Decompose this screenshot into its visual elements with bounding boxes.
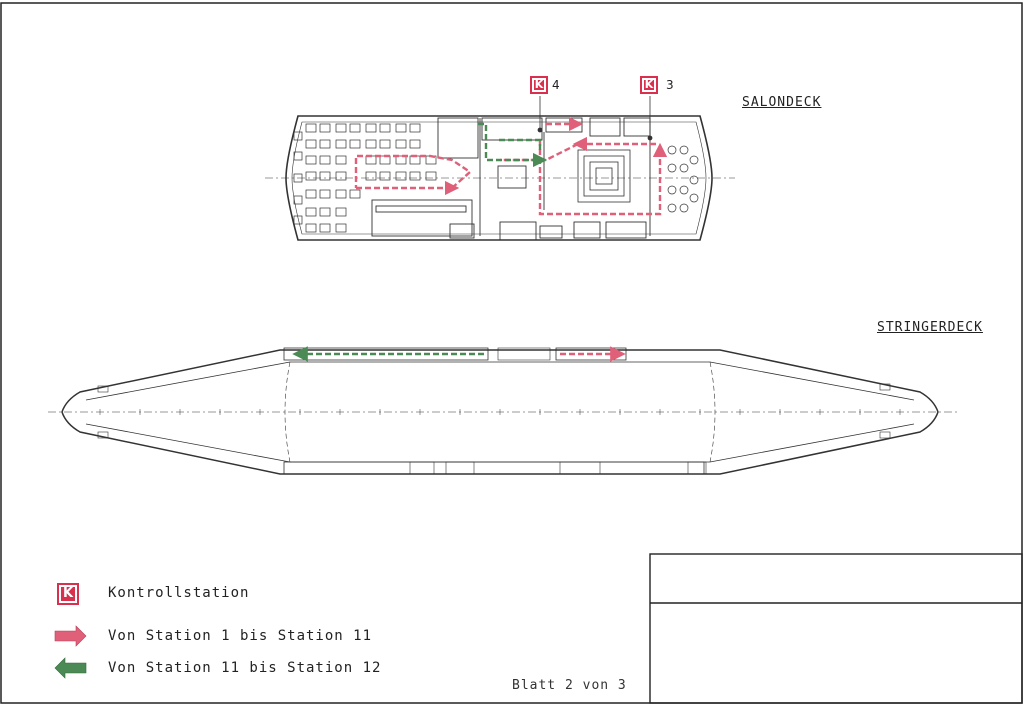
- sheet-page-label: Blatt 2 von 3: [512, 678, 627, 693]
- control-station-4-badge: K: [530, 76, 548, 94]
- salondeck-red-route: [354, 116, 668, 216]
- salon-rooms: [371, 117, 651, 241]
- legend-red-route-label: Von Station 1 bis Station 11: [108, 628, 373, 644]
- k-icon: K: [644, 78, 654, 91]
- control-station-4-number: 4: [552, 78, 560, 92]
- control-station-3-badge: K: [640, 76, 658, 94]
- control-station-3-number: 3: [666, 78, 674, 92]
- legend-control-badge: K: [57, 583, 79, 605]
- salondeck-green-route: [478, 122, 548, 168]
- frame-ticks: [99, 409, 901, 415]
- k-icon: K: [61, 586, 75, 601]
- salondeck-title: SALONDECK: [742, 95, 822, 110]
- salon-center-feature: [577, 149, 631, 203]
- legend-arrows: [54, 625, 87, 679]
- stringerdeck-plan: [48, 347, 960, 475]
- salon-seating: [305, 123, 437, 233]
- title-block: [649, 553, 1023, 704]
- legend-control-label: Kontrollstation: [108, 585, 250, 601]
- station-leaders: [537, 96, 653, 141]
- legend-green-route-label: Von Station 11 bis Station 12: [108, 660, 382, 676]
- stringerdeck-title: STRINGERDECK: [877, 320, 983, 335]
- salon-bow-seating: [667, 145, 699, 213]
- salondeck-plan: [265, 115, 735, 241]
- k-icon: K: [534, 78, 544, 91]
